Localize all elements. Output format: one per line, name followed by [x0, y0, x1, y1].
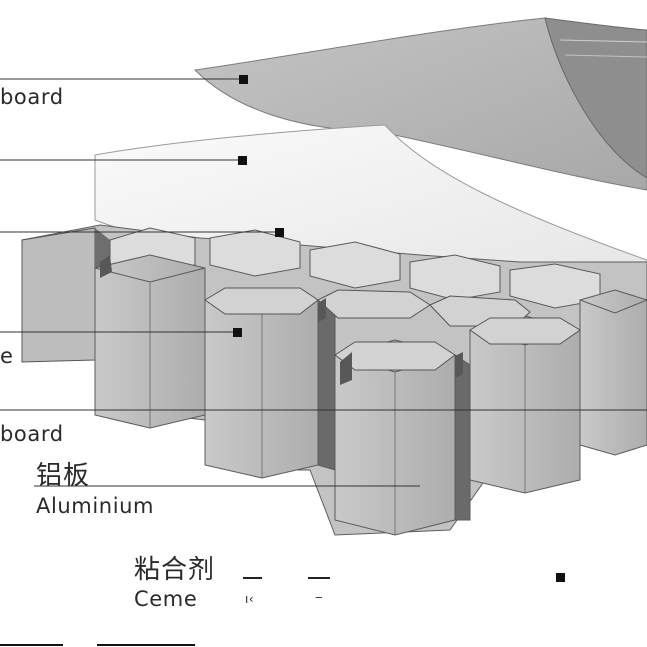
- cement-en-label: Ceme: [134, 587, 198, 611]
- top-sheet: [193, 17, 647, 191]
- leader-markers: [233, 75, 565, 582]
- cement-fragment-2: ‒: [315, 590, 324, 604]
- honeycomb-core: [21, 224, 647, 536]
- leader-lines: [0, 78, 647, 487]
- cement-fragment-1: ı‹: [245, 592, 255, 606]
- cement-cn-label: 粘合剂: [134, 555, 216, 585]
- aluminium-cn-label: 铝板: [36, 461, 91, 491]
- aluminium-en-label: Aluminium: [36, 494, 155, 518]
- core-partial-label: e: [0, 344, 14, 368]
- top-board-label: board: [0, 85, 64, 109]
- bottom-board-label: board: [0, 422, 64, 446]
